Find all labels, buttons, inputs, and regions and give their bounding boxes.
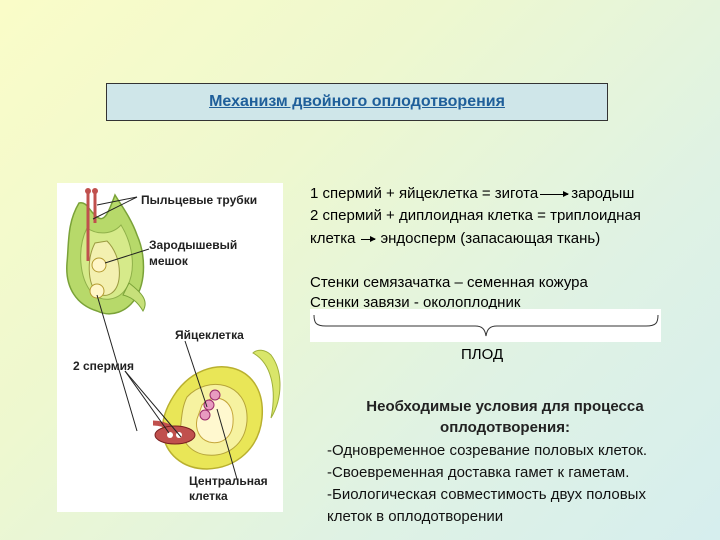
sperm-cell-1 [167, 432, 173, 438]
equation-line-4: Стенки семязачатка – семенная кожура [310, 274, 588, 291]
pointer-central [216, 408, 238, 480]
label-embryo-sac-1: Зародышевый [149, 238, 237, 252]
pointer-sac [104, 248, 150, 264]
pollen-tube-tip-1 [85, 188, 91, 194]
ovule-tail [252, 349, 281, 419]
pointer-egg [184, 340, 208, 408]
condition-item: -Своевременная доставка гамет к гаметам. [327, 464, 630, 481]
label-two-sperm: 2 спермия [73, 359, 134, 373]
condition-item: -Одновременное созревание половых клеток… [327, 442, 648, 459]
equation-line-2: 2 спермий + диплоидная клетка = триплоид… [310, 207, 641, 224]
conditions-title-line-2: оплодотворения: [440, 419, 570, 436]
central-cell-nucleus-2 [203, 399, 215, 411]
conditions-title-line-1: Необходимые условия для процесса [366, 398, 644, 415]
pollen-tube-tip-2 [92, 188, 98, 194]
pointer-tubes-2 [96, 196, 138, 206]
pointer-sperm-2 [124, 370, 182, 438]
label-central-cell-1: Центральная [189, 474, 268, 488]
arrow-right-icon [540, 190, 570, 197]
synergid [154, 425, 196, 445]
fruit-label: ПЛОД [461, 346, 504, 363]
condition-item: -Биологическая совместимость двух половы… [327, 486, 646, 503]
equation-line-3-right: эндосперм (запасающая ткань) [380, 230, 601, 247]
arrow-right-icon [361, 235, 377, 242]
page-title: Механизм двойного оплодотворения [209, 93, 505, 110]
egg-nucleus-top [91, 257, 107, 273]
brace-band [310, 309, 661, 342]
equation-line-1-right: зародыш [571, 185, 635, 202]
pointer-sperm-up [96, 294, 138, 432]
pointer-tubes-1 [92, 196, 138, 220]
equation-line-3: клетка эндосперм (запасающая ткань) [310, 228, 600, 250]
central-cell-nucleus-1 [209, 389, 221, 401]
label-pollen-tubes: Пыльцевые трубки [141, 193, 257, 207]
pointer-sperm-1 [124, 370, 170, 434]
brace-icon [313, 314, 659, 337]
condition-item: клеток в оплодотворении [327, 508, 504, 525]
title-box: Механизм двойного оплодотворения [106, 83, 608, 121]
egg-nucleus-bottom [89, 283, 105, 299]
fertilization-figure: Пыльцевые трубки Зародышевый мешок Яйцек… [57, 183, 283, 512]
central-cell-nucleus-3 [199, 409, 211, 421]
equation-line-1: 1 спермий + яйцеклетка = зигота зародыш [310, 183, 634, 205]
fertilization-diagram: Пыльцевые трубки Зародышевый мешок Яйцек… [66, 188, 281, 503]
label-central-cell-2: клетка [189, 489, 228, 503]
equation-line-5: Стенки завязи - околоплодник [310, 294, 521, 311]
label-embryo-sac-2: мешок [149, 254, 189, 268]
equation-line-3-left: клетка [310, 230, 356, 247]
equation-line-1-left: 1 спермий + яйцеклетка = зигота [310, 185, 539, 202]
ovule-core [196, 397, 234, 444]
ovary-wing-right [122, 282, 146, 312]
conditions-title: Необходимые условия для процесса оплодот… [340, 396, 670, 438]
label-egg-cell: Яйцеклетка [175, 328, 244, 342]
